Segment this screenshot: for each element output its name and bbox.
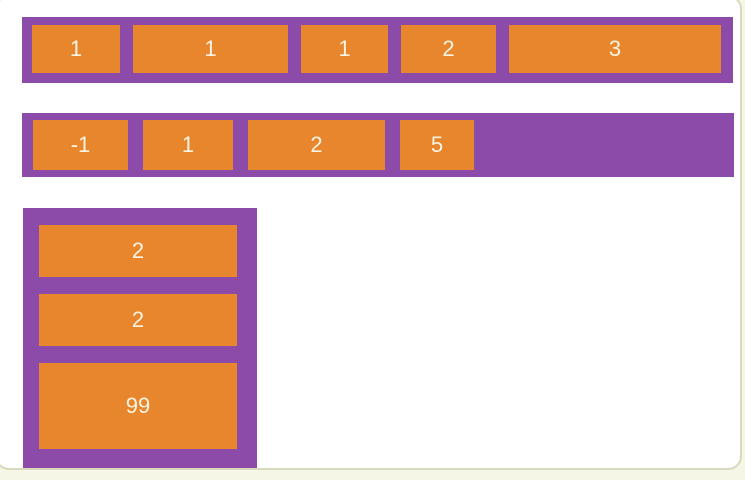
flex-item: 2 [401,25,496,73]
flex-item: 99 [39,363,237,449]
flex-container-row-2: -1 1 2 5 [22,113,734,177]
flex-item: 3 [509,25,721,73]
flex-item: 2 [39,225,237,277]
flex-item: 2 [39,294,237,346]
flex-item: 1 [32,25,120,73]
flex-item: -1 [33,120,128,170]
flex-container-column: 2 2 99 [23,208,257,468]
flex-container-row-1: 1 1 1 2 3 [22,17,733,83]
flex-item: 2 [248,120,385,170]
flex-item: 1 [143,120,233,170]
flex-item: 5 [400,120,474,170]
flex-item: 1 [133,25,288,73]
flex-item: 1 [301,25,388,73]
